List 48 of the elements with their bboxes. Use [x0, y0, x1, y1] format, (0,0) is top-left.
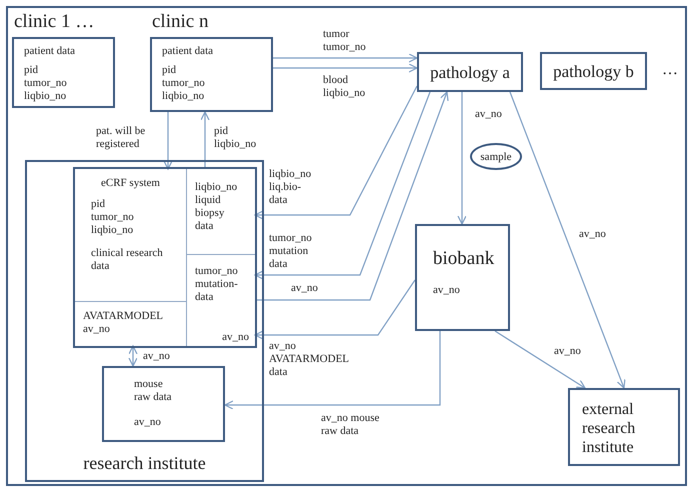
arrow — [163, 112, 173, 170]
sample-ellipse — [470, 143, 522, 170]
institute-box — [25, 160, 264, 482]
clinic-heading: clinic n — [152, 10, 208, 34]
institute-box — [568, 388, 680, 466]
record-title: patient data — [162, 45, 214, 58]
field-list: av_no — [134, 416, 223, 429]
arrow — [200, 111, 210, 169]
arrow — [254, 86, 418, 220]
record-title: patient data — [24, 45, 76, 58]
arrow — [128, 345, 138, 367]
clinic-heading: clinic 1 … — [14, 10, 94, 34]
pathology-box — [540, 52, 647, 90]
box-label: research institute — [82, 452, 207, 474]
edge-label: pid liqbio_no — [213, 125, 258, 151]
arrow — [254, 280, 416, 340]
field-list: clinical research data — [91, 247, 163, 273]
section-title: eCRF system — [100, 177, 161, 190]
system-section — [75, 169, 187, 302]
field-list: av_no — [222, 331, 249, 344]
field-list: AVATARMODEL av_no — [83, 310, 163, 336]
edge-label: blood liqbio_no — [322, 74, 366, 100]
arrow — [255, 91, 449, 301]
box-label: biobank — [433, 248, 496, 270]
box-label: pathology a — [429, 63, 511, 83]
box-label: pathology b — [552, 62, 635, 82]
field-list: pid tumor_no liqbio_no — [91, 198, 134, 237]
field-list: liqbio_no liquid biopsy data — [195, 181, 245, 233]
field-list: av_no — [433, 284, 508, 297]
arrow — [494, 330, 586, 389]
data-box — [102, 366, 225, 442]
arrow — [457, 92, 467, 225]
field-list: pid tumor_no liqbio_no — [162, 64, 205, 103]
arrow — [273, 63, 418, 73]
arrow — [254, 92, 431, 280]
field-list: tumor_no mutation-data — [195, 265, 247, 304]
field-list: pid tumor_no liqbio_no — [24, 64, 67, 103]
box-label: sample — [479, 151, 513, 164]
box-label: external research institute — [582, 400, 636, 457]
arrow — [224, 331, 441, 410]
biobank-box — [415, 224, 510, 331]
arrow — [509, 92, 626, 389]
pathology-box — [417, 52, 523, 92]
ellipsis-note: … — [662, 60, 678, 80]
field-list: mouse raw data — [134, 378, 176, 404]
edge-label: tumor tumor_no — [322, 28, 367, 54]
arrow — [273, 53, 418, 63]
system-box — [73, 167, 257, 348]
